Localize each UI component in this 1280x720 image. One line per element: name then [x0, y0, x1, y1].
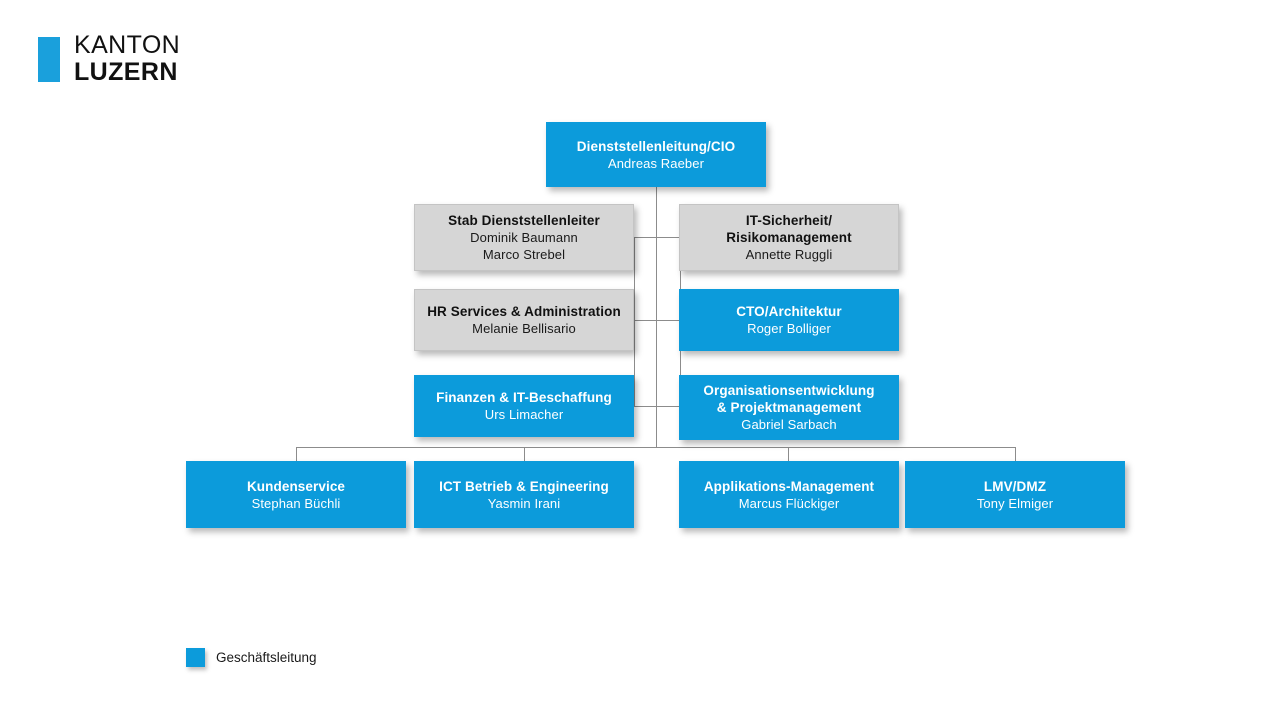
org-node-person: Stephan Büchli: [251, 495, 341, 511]
logo-line-luzern: LUZERN: [74, 58, 178, 86]
org-node-title: CTO/Architektur: [736, 304, 842, 319]
org-node-ict-betrieb[interactable]: ICT Betrieb & Engineering Yasmin Irani: [414, 461, 634, 528]
org-node-title: ICT Betrieb & Engineering: [439, 478, 609, 494]
org-node-cio[interactable]: Dienststellenleitung/CIO Andreas Raeber: [546, 122, 766, 187]
connector-level3-left: [634, 406, 657, 407]
org-node-hr-services[interactable]: HR Services & Administration Melanie Bel…: [414, 289, 634, 351]
org-node-cto[interactable]: CTO/Architektur Roger Bolliger: [679, 289, 899, 351]
connector-drop-applikations-management: [788, 447, 789, 461]
logo-line-kanton: KANTON: [74, 31, 181, 59]
connector-drop-ict-betrieb: [524, 447, 525, 461]
org-node-person: Tony Elmiger: [976, 495, 1054, 511]
connector-drop-kundenservice: [296, 447, 297, 461]
org-node-it-sicherheit[interactable]: IT-Sicherheit/ Risikomanagement Annette …: [679, 204, 899, 271]
org-node-person: Yasmin Irani: [487, 495, 561, 511]
org-node-applikations-management[interactable]: Applikations-Management Marcus Flückiger: [679, 461, 899, 528]
org-node-person: Marcus Flückiger: [738, 495, 840, 511]
org-node-person: Gabriel Sarbach: [741, 417, 837, 432]
connector-level3-right: [656, 406, 680, 407]
chart-legend: Geschäftsleitung: [186, 648, 317, 667]
logo-mark-icon: [38, 36, 60, 82]
org-node-person: Andreas Raeber: [607, 155, 705, 171]
connector-trunk-vertical: [656, 187, 657, 448]
org-node-person: Roger Bolliger: [747, 321, 831, 336]
org-node-lmv-dmz[interactable]: LMV/DMZ Tony Elmiger: [905, 461, 1125, 528]
org-node-title: Kundenservice: [246, 478, 346, 494]
org-node-person: Dominik Baumann Marco Strebel: [470, 230, 578, 262]
org-node-title: Organisationsentwicklung & Projektmanage…: [703, 383, 875, 415]
connector-bottom-bus: [296, 447, 1016, 448]
org-node-title: LMV/DMZ: [983, 478, 1047, 494]
org-node-title: HR Services & Administration: [427, 304, 621, 319]
connector-level2-right: [656, 320, 680, 321]
org-node-person: Annette Ruggli: [745, 247, 833, 262]
org-node-title: Finanzen & IT-Beschaffung: [436, 390, 612, 405]
legend-label: Geschäftsleitung: [216, 650, 317, 665]
org-node-stab[interactable]: Stab Dienststellenleiter Dominik Baumann…: [414, 204, 634, 271]
org-node-kundenservice[interactable]: Kundenservice Stephan Büchli: [186, 461, 406, 528]
org-node-orgentwicklung[interactable]: Organisationsentwicklung & Projektmanage…: [679, 375, 899, 440]
connector-left-spine: [634, 237, 635, 406]
connector-drop-lmv-dmz: [1015, 447, 1016, 461]
org-node-title: IT-Sicherheit/ Risikomanagement: [726, 213, 852, 245]
org-node-person: Urs Limacher: [484, 407, 564, 422]
connector-level1-left: [634, 237, 657, 238]
connector-level1-right: [656, 237, 680, 238]
org-node-title: Stab Dienststellenleiter: [448, 213, 600, 228]
legend-swatch-icon: [186, 648, 205, 667]
logo-wordmark: KANTON LUZERN: [74, 33, 180, 85]
org-node-title: Dienststellenleitung/CIO: [576, 138, 736, 154]
connector-level2-left: [634, 320, 657, 321]
org-node-title: Applikations-Management: [703, 478, 875, 494]
org-node-finanzen[interactable]: Finanzen & IT-Beschaffung Urs Limacher: [414, 375, 634, 437]
kanton-luzern-logo: KANTON LUZERN: [38, 33, 180, 85]
org-node-person: Melanie Bellisario: [472, 321, 576, 336]
